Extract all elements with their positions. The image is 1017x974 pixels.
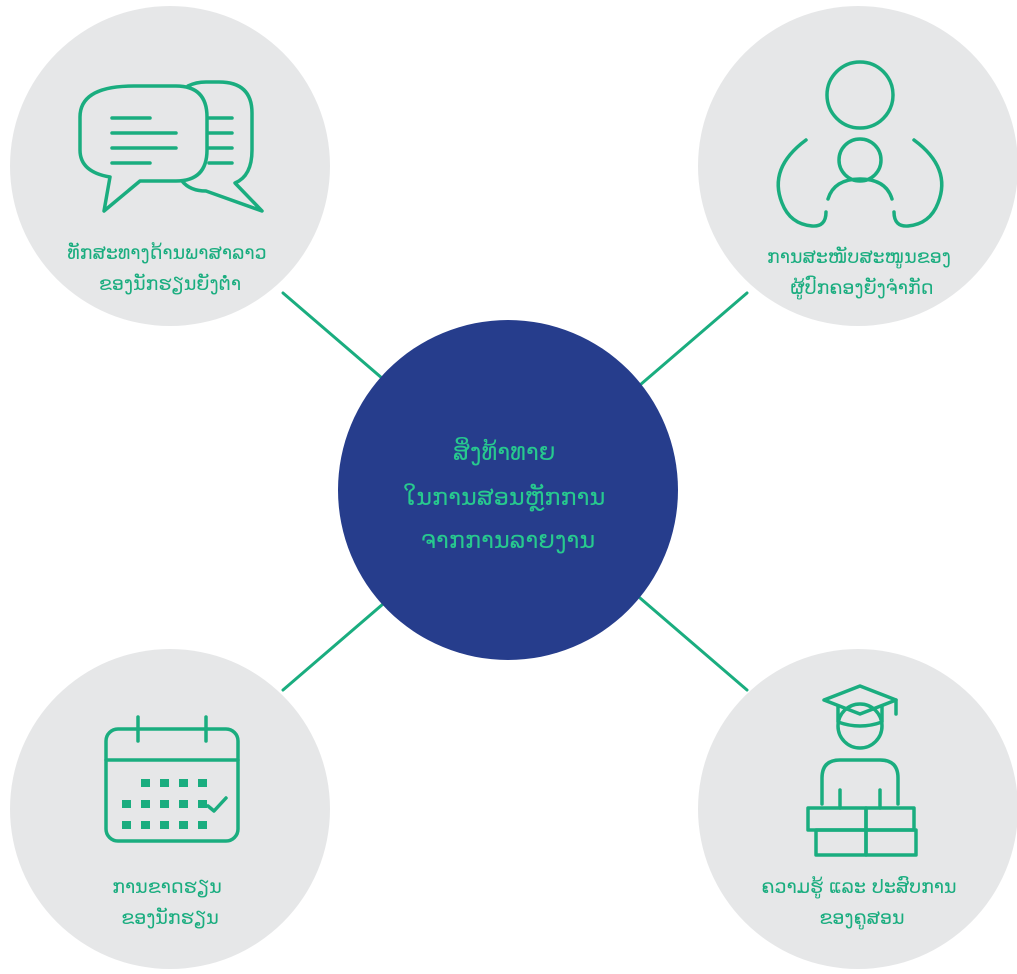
node-label-line: ຂອງຄູສອນ xyxy=(819,907,904,931)
node-label-teacher-experience: ຄວາມຮູ້ ແລະ ປະສົບການ ຂອງຄູສອນ xyxy=(761,875,962,931)
node-label-line: ທັກສະທາງດ້ານພາສາລາວ xyxy=(67,241,266,264)
connector-bottom-right xyxy=(638,596,749,692)
calendar-icon xyxy=(104,715,240,843)
node-circle-language-skills xyxy=(10,6,330,326)
graduate-books-icon xyxy=(806,684,918,857)
node-label-line: ຂອງນັກຮຽນຍັງຕໍ່າ xyxy=(99,272,241,295)
connector-top-right xyxy=(638,291,749,387)
connector-top-left xyxy=(281,291,392,387)
node-label-line: ການສະໜັບສະໜູນຂອງ xyxy=(767,245,951,270)
center-circle xyxy=(338,320,678,660)
node-label-language-skills: ທັກສະທາງດ້ານພາສາລາວ ຂອງນັກຮຽນຍັງຕໍ່າ xyxy=(67,241,272,295)
speech-bubbles-icon xyxy=(78,80,264,213)
connector-bottom-left xyxy=(281,596,392,692)
node-label-line: ຂອງນັກຮຽນ xyxy=(121,906,219,929)
node-label-parent-support: ການສະໜັບສະໜູນຂອງ ຜູ້ປົກຄອງຍັງຈຳກັດ xyxy=(767,245,957,301)
node-label-line: ຄວາມຮູ້ ແລະ ປະສົບການ xyxy=(761,875,956,900)
center-title-line: ຈາກການລາຍງານ xyxy=(421,526,595,554)
node-label-line: ຜູ້ປົກຄອງຍັງຈຳກັດ xyxy=(791,274,934,301)
center-title: ສິ່ງທ້າທາຍ ໃນການສອນຫຼັກການ ຈາກການລາຍງານ xyxy=(403,436,613,554)
parent-child-icon xyxy=(776,60,944,228)
node-circle-parent-support xyxy=(698,6,1017,326)
center-title-line: ໃນການສອນຫຼັກການ xyxy=(403,482,605,512)
node-label-line: ການຂາດຮຽນ xyxy=(112,876,222,898)
node-circle-absence xyxy=(10,649,330,969)
center-title-line: ສິ່ງທ້າທາຍ xyxy=(453,436,555,466)
node-label-absence: ການຂາດຮຽນ ຂອງນັກຮຽນ xyxy=(112,876,228,929)
